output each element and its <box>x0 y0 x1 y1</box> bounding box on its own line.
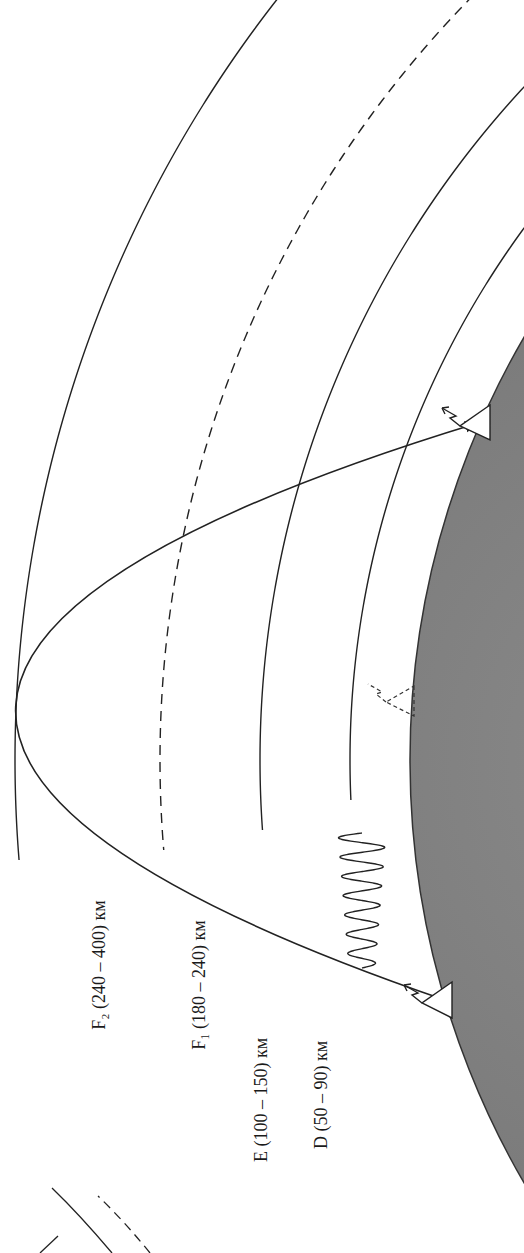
layer-label: F₂ (240 – 400) км <box>89 897 111 1032</box>
wave-line <box>339 833 385 968</box>
arc-fragment <box>40 1236 58 1253</box>
layer-arc <box>15 0 280 860</box>
layer-arcs <box>15 0 524 860</box>
radio-ray <box>16 423 478 1000</box>
layer-label: D (50 – 90) км <box>311 1038 333 1152</box>
layer-label: F₁ (180 – 240) км <box>189 917 211 1052</box>
arc-fragments <box>40 1188 150 1253</box>
arc-fragment <box>98 1196 150 1253</box>
receiver-antenna <box>442 405 490 440</box>
layer-arc <box>260 0 524 830</box>
layer-label: E (100 – 150) км <box>251 1035 273 1165</box>
layer-arc <box>350 0 524 800</box>
arc-fragment <box>52 1188 112 1253</box>
absorbed-wave <box>339 833 385 968</box>
earth-surface <box>410 0 524 1253</box>
transmitter-antenna <box>404 982 452 1018</box>
dashed-antenna <box>368 684 414 716</box>
layer-arc <box>160 0 474 850</box>
